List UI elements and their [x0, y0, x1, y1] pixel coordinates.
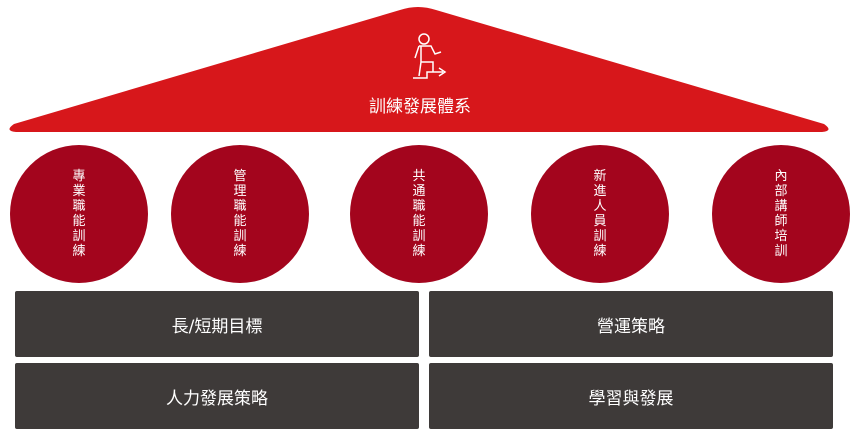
pillar-label: 共通職能訓練 — [412, 169, 426, 259]
pillar-management-training: 管理職能訓練 — [171, 145, 309, 283]
foundation-operations-strategy: 營運策略 — [429, 291, 833, 357]
system-title: 訓練發展體系 — [369, 97, 471, 117]
person-climbing-stairs-icon — [413, 33, 447, 79]
pillar-new-employee-training: 新進人員訓練 — [531, 145, 669, 283]
foundation-learning-development: 學習與發展 — [429, 363, 833, 429]
pillar-internal-lecturer-training: 內部講師培訓 — [712, 145, 850, 283]
pillar-label: 專業職能訓練 — [72, 169, 86, 259]
pillar-professional-training: 專業職能訓練 — [10, 145, 148, 283]
foundation-goals: 長/短期目標 — [15, 291, 419, 357]
pillar-label: 管理職能訓練 — [233, 169, 247, 259]
roof — [9, 7, 829, 132]
foundation-hr-strategy: 人力發展策略 — [15, 363, 419, 429]
pillar-label: 內部講師培訓 — [774, 169, 788, 259]
pillar-label: 新進人員訓練 — [593, 169, 607, 259]
pillar-common-training: 共通職能訓練 — [350, 145, 488, 283]
